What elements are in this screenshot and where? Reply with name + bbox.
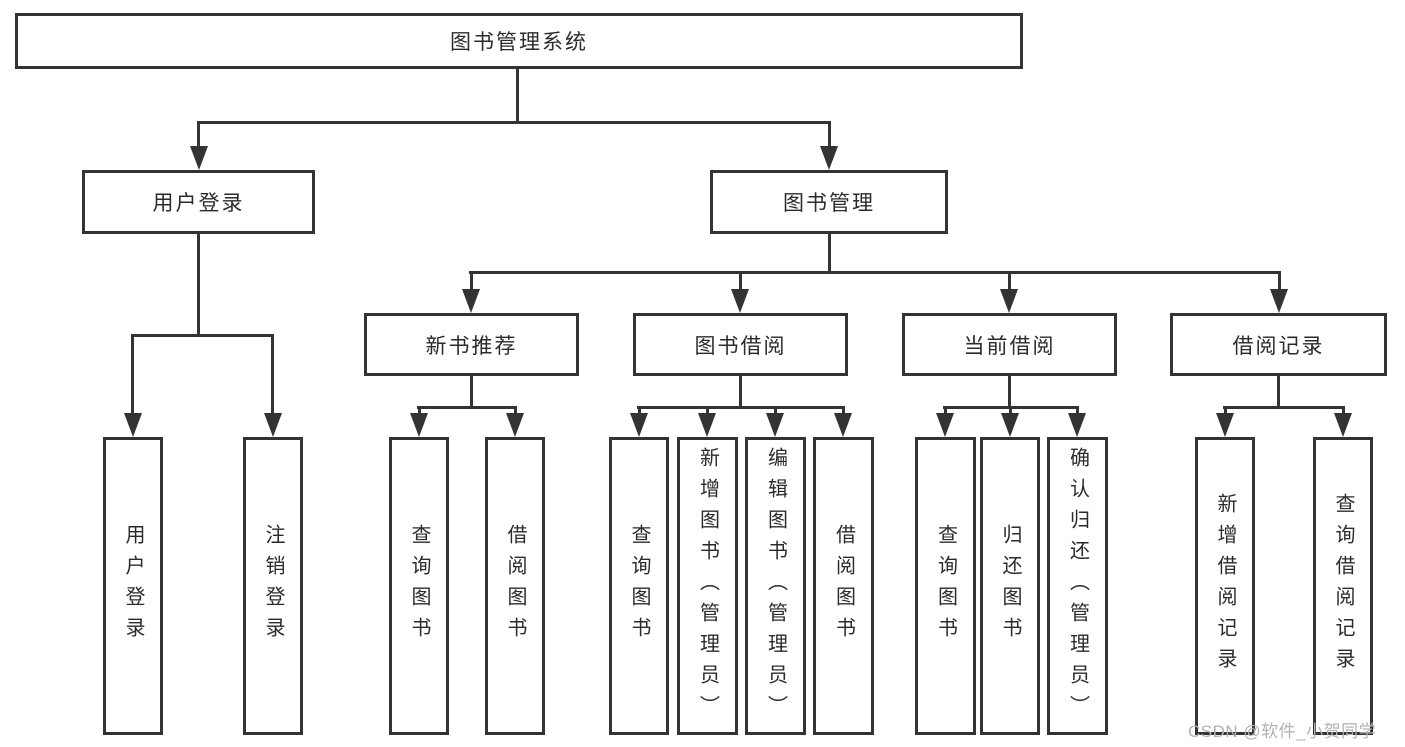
leaf-confirm-return-admin: 确认归还（管理员） [1047, 437, 1108, 735]
leaf-borrow-books-borrowing: 借阅图书 [813, 437, 874, 735]
arrowhead [731, 289, 749, 313]
connector-root-branch [197, 121, 831, 124]
leaf-query-books-current: 查询图书 [915, 437, 976, 735]
arrowhead [834, 413, 852, 437]
arrowhead [1216, 413, 1234, 437]
arrowhead [462, 289, 480, 313]
leaf-return-books: 归还图书 [980, 437, 1040, 735]
leaf-add-borrow-record: 新增借阅记录 [1195, 437, 1255, 735]
connector-book-borrowing-branch [637, 406, 845, 409]
node-book-management: 图书管理 [710, 170, 948, 234]
arrowhead [190, 146, 208, 170]
connector-borrowing-records-branch [1223, 406, 1345, 409]
arrowhead [264, 413, 282, 437]
connector-user-login-branch [131, 334, 274, 337]
connector-book-management-branch [469, 271, 1281, 274]
arrowhead [766, 413, 784, 437]
connector-book-management-stem [828, 232, 831, 273]
arrowhead [410, 413, 428, 437]
connector-stub [1076, 406, 1079, 416]
node-new-book-recommendation: 新书推荐 [364, 313, 579, 376]
leaf-query-books-borrowing: 查询图书 [609, 437, 669, 735]
connector-stub [774, 406, 777, 416]
leaf-logout: 注销登录 [243, 437, 303, 735]
connector-to-new-book [470, 271, 473, 291]
node-book-borrowing: 图书借阅 [633, 313, 848, 376]
leaf-add-books-admin: 新增图书（管理员） [677, 437, 738, 735]
connector-book-borrowing-stem [739, 374, 742, 408]
connector-stub [944, 406, 947, 416]
connector-borrowing-records-stem [1277, 374, 1280, 408]
connector-stub [1224, 406, 1227, 416]
connector-to-leaf-logout [271, 334, 274, 414]
leaf-query-books-new-book: 查询图书 [389, 437, 449, 735]
connector-stub [638, 406, 641, 416]
connector-to-book-borrowing [739, 271, 742, 291]
leaf-borrow-books-new-book: 借阅图书 [485, 437, 545, 735]
connector-current-borrowing-stem [1008, 374, 1011, 408]
watermark: CSDN @软件_小贺同学 [1188, 722, 1377, 741]
arrowhead [506, 413, 524, 437]
connector-to-user-login [197, 121, 200, 148]
node-library-management-system: 图书管理系统 [15, 13, 1023, 69]
arrowhead [124, 413, 142, 437]
connector-to-leaf-user-login [131, 334, 134, 414]
leaf-user-login: 用户登录 [103, 437, 163, 735]
leaf-edit-books-admin: 编辑图书（管理员） [745, 437, 806, 735]
arrowhead [1068, 413, 1086, 437]
arrowhead [698, 413, 716, 437]
connector-stub [706, 406, 709, 416]
node-borrowing-records: 借阅记录 [1170, 313, 1387, 376]
node-current-borrowing: 当前借阅 [902, 313, 1117, 376]
connector-to-borrowing-records [1278, 271, 1281, 291]
node-user-login: 用户登录 [82, 170, 315, 234]
connector-stub [1009, 406, 1012, 416]
connector-root-stem [516, 68, 519, 121]
arrowhead [1334, 413, 1352, 437]
arrowhead [820, 146, 838, 170]
arrowhead [1000, 289, 1018, 313]
connector-stub [1342, 406, 1345, 416]
arrowhead [630, 413, 648, 437]
connector-stub [514, 406, 517, 416]
connector-to-current-borrowing [1008, 271, 1011, 291]
connector-user-login-stem [197, 232, 200, 336]
connector-to-book-management [828, 121, 831, 148]
arrowhead [1270, 289, 1288, 313]
connector-stub [842, 406, 845, 416]
connector-new-book-branch [417, 406, 517, 409]
arrowhead [936, 413, 954, 437]
arrowhead [1001, 413, 1019, 437]
connector-new-book-stem [470, 374, 473, 408]
leaf-query-borrow-record: 查询借阅记录 [1313, 437, 1373, 735]
connector-stub [418, 406, 421, 416]
